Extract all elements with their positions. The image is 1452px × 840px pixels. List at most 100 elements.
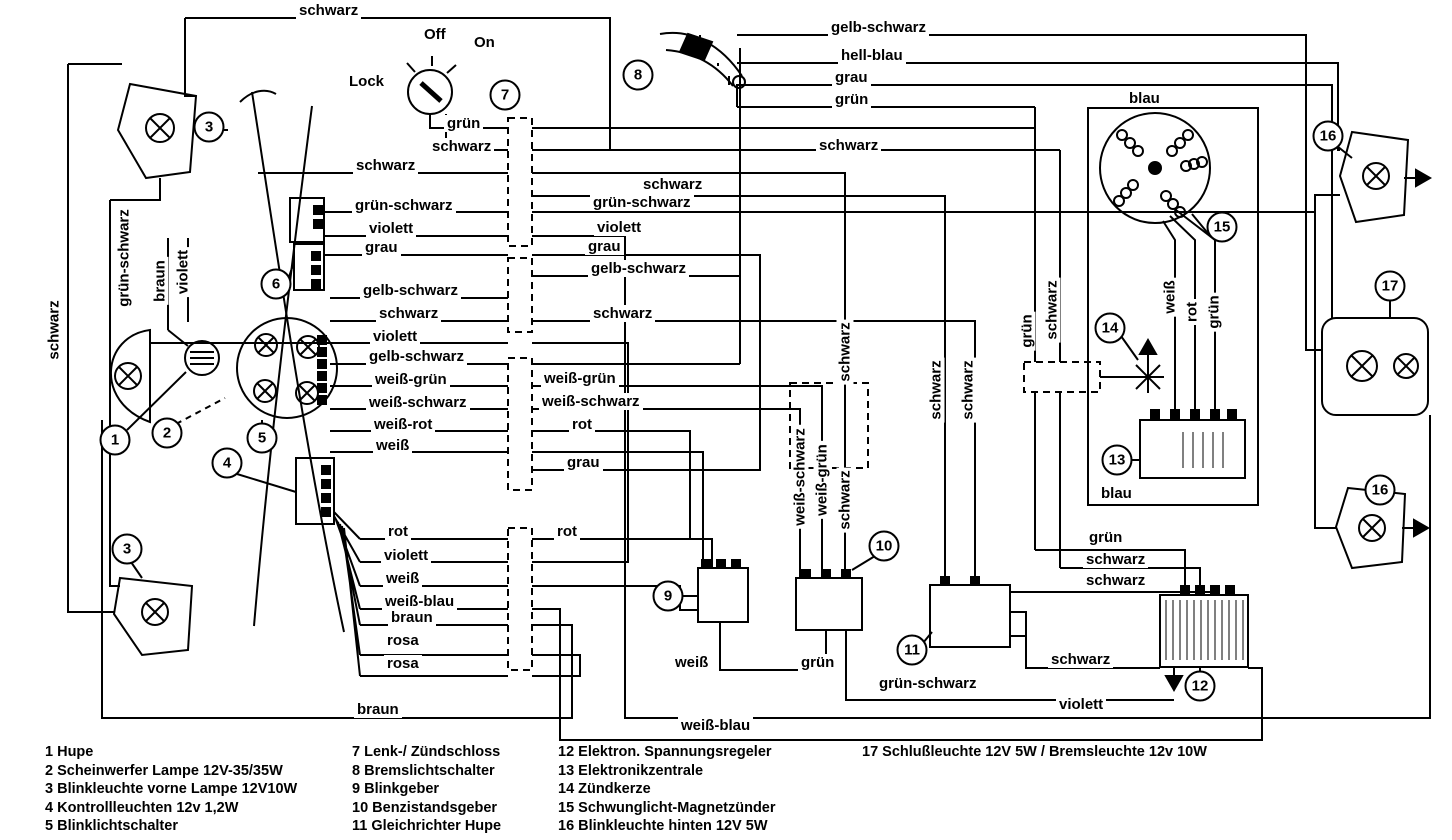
wire-label: weiß-rot	[371, 416, 436, 433]
wire-label: weiß	[383, 570, 423, 587]
component-number-3: 3	[193, 111, 225, 143]
component-number-6: 6	[260, 268, 292, 300]
wire-label: grau	[585, 238, 624, 255]
legend: 1 Hupe 2 Scheinwerfer Lampe 12V-35/35W 3…	[0, 741, 1452, 840]
legend-item: 4 Kontrollleuchten 12v 1,2W	[45, 799, 239, 816]
wire-label: weiß-schwarz	[366, 394, 470, 411]
wire-label: schwarz	[927, 357, 945, 423]
legend-item: 9 Blinkgeber	[352, 781, 440, 797]
component-number-17: 17	[1374, 270, 1406, 302]
component-number-5: 5	[246, 422, 278, 454]
wire-label: schwarz	[590, 305, 656, 322]
legend-item: 10 Benzistandsgeber	[352, 799, 498, 816]
wire-label: schwarz	[45, 297, 63, 363]
wire-label: violett	[1056, 696, 1107, 713]
component-number-12: 12	[1184, 670, 1216, 702]
wire-label: gelb-schwarz	[828, 19, 930, 36]
wire-label: grün	[832, 91, 872, 108]
brake-light-switch-symbol	[659, 31, 746, 89]
legend-item: 8 Bremslichtschalter	[352, 762, 495, 779]
legend-item: 1 Hupe	[45, 744, 94, 760]
wire-label: violett	[174, 246, 192, 298]
fuel-sender-box	[795, 569, 863, 631]
flasher-relay-box	[697, 559, 749, 623]
legend-item: 12 Elektron. Spannungsregeler	[558, 744, 772, 760]
wire-label: blau	[1126, 90, 1163, 107]
wire-label: schwarz	[836, 319, 854, 385]
wire-label: violett	[381, 547, 432, 564]
wire-label: braun	[151, 257, 169, 305]
wire-label: grau	[832, 69, 871, 86]
wire-label: schwarz	[376, 305, 442, 322]
rear-blinker-bottom-symbol	[1334, 486, 1431, 570]
switch-position-label: On	[471, 34, 498, 51]
legend-item: 13 Elektronikzentrale	[558, 762, 704, 779]
wire-label: weiß-grün	[541, 370, 619, 387]
component-number-15: 15	[1206, 211, 1238, 243]
component-number-8: 8	[622, 59, 654, 91]
legend-column-2: 7 Lenk-/ Zündschloss 8 Bremslichtschalte…	[352, 743, 501, 836]
instrument-cluster-symbol	[236, 317, 338, 419]
wire-label: rot	[1183, 299, 1201, 325]
legend-column-4: 17 Schlußleuchte 12V 5W / Bremsleuchte 1…	[862, 743, 1207, 762]
magneto-assembly	[1087, 107, 1259, 506]
wire-label: gelb-schwarz	[588, 260, 690, 277]
component-number-11: 11	[896, 634, 928, 666]
legend-item: 3 Blinkleuchte vorne Lampe 12V10W	[45, 781, 298, 797]
handlebar-lines	[239, 89, 345, 633]
component-number-4: 4	[211, 447, 243, 479]
wires	[67, 17, 1431, 741]
legend-item: 17 Schlußleuchte 12V 5W / Bremsleuchte 1…	[862, 744, 1207, 760]
wire-label: schwarz	[429, 138, 495, 155]
switch-position-label: Lock	[346, 73, 388, 90]
wire-label: hell-blau	[838, 47, 906, 64]
legend-column-1: 1 Hupe 2 Scheinwerfer Lampe 12V-35/35W 3…	[45, 743, 297, 836]
wire-label: schwarz	[1043, 277, 1061, 343]
wire-label: weiß-blau	[678, 717, 754, 734]
legend-item: 15 Schwunglicht-Magnetzünder	[558, 799, 776, 816]
wire-label: braun	[388, 609, 436, 626]
handlebar-switch-top-symbol	[289, 197, 325, 291]
wire-label: weiß-schwarz	[791, 425, 809, 529]
rear-blinker-top-symbol	[1338, 130, 1433, 224]
wire-label: braun	[354, 701, 402, 718]
rectifier-box	[929, 576, 1027, 648]
component-number-16: 16	[1364, 474, 1396, 506]
wire-label: schwarz	[959, 357, 977, 423]
wire-label: grau	[362, 239, 401, 256]
wire-label: grün	[1205, 292, 1223, 332]
wire-label: violett	[366, 220, 417, 237]
front-blinker-bottom-symbol	[112, 576, 194, 657]
legend-column-3: 12 Elektron. Spannungsregeler 13 Elektro…	[558, 743, 776, 836]
ignition-switch-symbol	[406, 56, 457, 115]
wire-label: weiß	[672, 654, 712, 671]
switch-position-label: Off	[421, 26, 449, 43]
component-number-9: 9	[652, 580, 684, 612]
handlebar-switch-bottom-symbol	[295, 457, 335, 525]
wire-label: grün-schwarz	[876, 675, 980, 692]
wire-label: gelb-schwarz	[360, 282, 462, 299]
legend-item: 14 Zündkerze	[558, 781, 651, 797]
wire-label: blau	[1098, 485, 1135, 502]
wire-label: rosa	[384, 632, 422, 649]
component-number-2: 2	[151, 417, 183, 449]
wire-label: grün-schwarz	[590, 194, 694, 211]
wire-label: schwarz	[296, 2, 362, 19]
component-number-13: 13	[1101, 444, 1133, 476]
wire-label: grün-schwarz	[352, 197, 456, 214]
component-number-10: 10	[868, 530, 900, 562]
wire-label: grün-schwarz	[115, 206, 133, 310]
wire-label: schwarz	[640, 176, 706, 193]
wire-label: gelb-schwarz	[366, 348, 468, 365]
legend-item: 2 Scheinwerfer Lampe 12V-35/35W	[45, 762, 283, 779]
wire-label: violett	[370, 328, 421, 345]
component-number-1: 1	[99, 424, 131, 456]
connector-strips	[507, 117, 1101, 671]
component-number-3: 3	[111, 533, 143, 565]
horn-symbol	[184, 340, 220, 376]
legend-item: 5 Blinklichtschalter	[45, 818, 178, 834]
wire-label: schwarz	[353, 157, 419, 174]
wire-label: rosa	[384, 655, 422, 672]
component-number-14: 14	[1094, 312, 1126, 344]
